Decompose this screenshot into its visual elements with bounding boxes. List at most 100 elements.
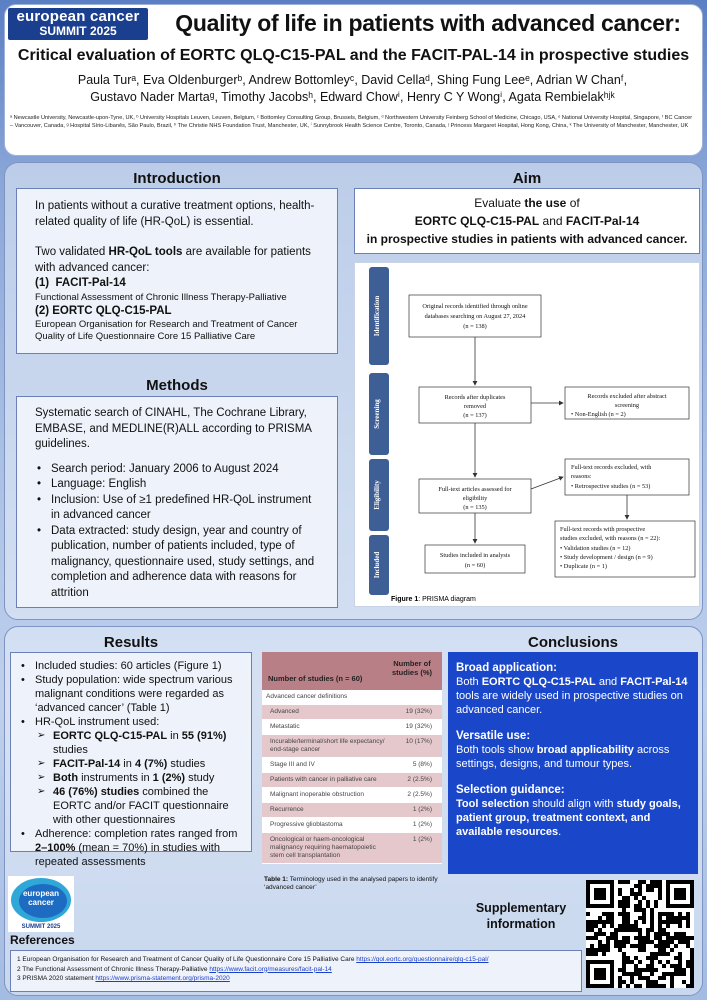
svg-text:studies excluded, with reasons: studies excluded, with reasons (n = 22):	[560, 535, 661, 542]
tool-1-description: Functional Assessment of Chronic Illness…	[35, 291, 287, 303]
introduction-heading: Introduction	[133, 170, 221, 187]
results-heading: Results	[103, 634, 159, 651]
references-heading: References	[10, 933, 75, 947]
author-list: Paula Turᵃ, Eva Oldenburgerᵇ, Andrew Bot…	[40, 72, 665, 106]
methods-box: Systematic search of CINAHL, The Cochran…	[16, 396, 338, 608]
reference-1: 1 European Organisation for Research and…	[17, 956, 489, 963]
reference-3: 3 PRISMA 2020 statement https://www.pris…	[17, 975, 230, 982]
svg-text:Original records identified th: Original records identified through onli…	[422, 303, 527, 310]
svg-text:screening: screening	[615, 402, 640, 409]
reference-link-3[interactable]: https://www.prisma-statement.org/prisma-…	[95, 975, 230, 982]
prisma-svg: Identification Screening Eligibility Inc…	[369, 267, 696, 603]
qr-code-icon[interactable]	[586, 880, 694, 988]
tool-1-name: (1) FACIT-Pal-14	[35, 277, 126, 289]
definitions-table: Number of studies (n = 60) Number of stu…	[262, 652, 442, 864]
supplementary-line1: Supplementary	[475, 901, 567, 915]
authors-line2: Gustavo Nader Martaᵍ, Timothy Jacobsʰ, E…	[90, 90, 615, 104]
intro-paragraph-2: Two validated HR-QoL tools are available…	[35, 246, 311, 274]
prisma-box-excluded-abstract	[564, 386, 690, 420]
svg-text:• Non-English (n = 2): • Non-English (n = 2)	[571, 411, 626, 418]
prisma-box-included	[424, 544, 526, 574]
reference-2: 2 The Functional Assessment of Chronic I…	[17, 965, 332, 973]
aim-heading: Aim	[512, 170, 542, 187]
authors-line1: Paula Turᵃ, Eva Oldenburgerᵇ, Andrew Bot…	[77, 73, 628, 87]
svg-text:SUMMIT 2025: SUMMIT 2025	[22, 924, 61, 930]
stage-label: Identification	[373, 296, 381, 337]
svg-text:Studies included in analysis: Studies included in analysis	[440, 552, 511, 559]
prisma-stage-screening: Screening	[369, 373, 389, 455]
table-header-col2: Number of studies (%)	[391, 659, 432, 677]
methods-bullet: Inclusion: Use of ≥1 predefined HR-QoL i…	[35, 493, 319, 524]
aim-line2: EORTC QLQ-C15-PAL and FACIT-Pal-14	[414, 214, 640, 228]
poster-title: Quality of life in patients with advance…	[175, 10, 681, 36]
methods-bullet: Search period: January 2006 to August 20…	[35, 462, 319, 478]
prisma-stage-identification: Identification	[369, 267, 389, 365]
svg-text:• Retrospective studies (n = 5: • Retrospective studies (n = 53)	[571, 483, 650, 490]
results-bullet: Included studies: 60 articles (Figure 1)	[19, 659, 243, 673]
results-bullet: HR-QoL instrument used: EORTC QLQ-C15-PA…	[19, 715, 243, 827]
results-box: Included studies: 60 articles (Figure 1)…	[10, 652, 252, 868]
intro-paragraph-1: In patients without a curative treatment…	[35, 200, 315, 228]
stage-label: Included	[373, 552, 381, 579]
logo-european-cancer-summit-2: european cancer SUMMIT 2025	[8, 876, 74, 932]
prisma-box-identified	[408, 294, 542, 338]
instrument-sublist: EORTC QLQ-C15-PAL in 55 (91%) studies FA…	[35, 729, 243, 827]
results-bullet: Adherence: completion rates ranged from …	[19, 827, 243, 869]
svg-text:(n = 60): (n = 60)	[465, 562, 485, 569]
conclusions-box: Broad application: Both EORTC QLQ-C15-PA…	[448, 652, 698, 874]
table-section-row: Advanced cancer definitions	[262, 690, 442, 705]
prisma-diagram: Identification Screening Eligibility Inc…	[354, 262, 700, 607]
stage-label: Eligibility	[373, 480, 381, 510]
svg-text:eligibility: eligibility	[463, 495, 488, 502]
references-box: 1 European Organisation for Research and…	[10, 950, 582, 992]
instrument-item: Both instruments in 1 (2%) study	[35, 771, 243, 785]
svg-text:Records after duplicates: Records after duplicates	[445, 394, 506, 401]
conclusion-text-3: Tool selection should align with study g…	[456, 798, 681, 838]
stage-label: Screening	[373, 399, 381, 429]
svg-text:(n = 138): (n = 138)	[463, 323, 487, 330]
conclusions-heading: Conclusions	[527, 634, 618, 651]
svg-text:• Duplicate (n = 1): • Duplicate (n = 1)	[560, 563, 607, 570]
methods-bullet: Language: English	[35, 477, 319, 493]
conclusion-text-1: Both EORTC QLQ-C15-PAL and FACIT-Pal-14 …	[456, 676, 688, 716]
results-bullet: Study population: wide spectrum various …	[19, 673, 243, 715]
table-row: Oncological or haem-oncological malignan…	[262, 833, 442, 864]
methods-list: Search period: January 2006 to August 20…	[35, 462, 319, 602]
svg-text:• Validation studies (n = 12): • Validation studies (n = 12)	[560, 545, 631, 552]
conclusion-text-2: Both tools show broad applicability acro…	[456, 744, 670, 770]
instrument-item: FACIT-Pal-14 in 4 (7%) studies	[35, 757, 243, 771]
prisma-box-after-duplicates	[418, 386, 532, 424]
conclusion-heading-1: Broad application:	[456, 662, 557, 674]
prisma-box-fulltext-assessed	[418, 478, 532, 514]
conclusion-heading-3: Selection guidance:	[456, 784, 565, 796]
qr-code-graphic	[586, 880, 694, 988]
supplementary-line2: information	[486, 917, 556, 931]
methods-intro: Systematic search of CINAHL, The Cochran…	[35, 407, 312, 450]
prisma-box-fulltext-excluded	[564, 458, 690, 496]
svg-text:Full-text articles assessed fo: Full-text articles assessed for	[438, 486, 512, 493]
supplementary-info: Supplementary information	[462, 900, 580, 932]
reference-link-1[interactable]: https://qol.eortc.org/questionnaire/qlq-…	[356, 956, 489, 963]
svg-text:Full-text records with prospec: Full-text records with prospective	[560, 526, 645, 533]
svg-text:removed: removed	[464, 403, 487, 410]
svg-text:Records excluded after abstrac: Records excluded after abstract	[587, 393, 666, 400]
svg-text:(n = 137): (n = 137)	[463, 412, 487, 419]
affiliations: ᵃ Newcastle University, Newcastle-upon-T…	[10, 115, 693, 129]
svg-text:cancer: cancer	[28, 898, 54, 907]
reference-link-2[interactable]: https://www.facit.org/measures/facit-pal…	[209, 965, 332, 973]
table-header: Number of studies (n = 60) Number of stu…	[262, 652, 442, 690]
methods-heading: Methods	[146, 377, 208, 394]
svg-text:Full-text records excluded, wi: Full-text records excluded, with	[571, 464, 652, 471]
aim-box: Evaluate the use of EORTC QLQ-C15-PAL an…	[354, 188, 700, 254]
prisma-stage-included: Included	[369, 535, 389, 595]
logo-swirl-icon: european cancer SUMMIT 2025	[11, 878, 71, 930]
prisma-box-prospective-excluded	[554, 520, 696, 578]
logo-line1: european cancer	[16, 8, 140, 25]
